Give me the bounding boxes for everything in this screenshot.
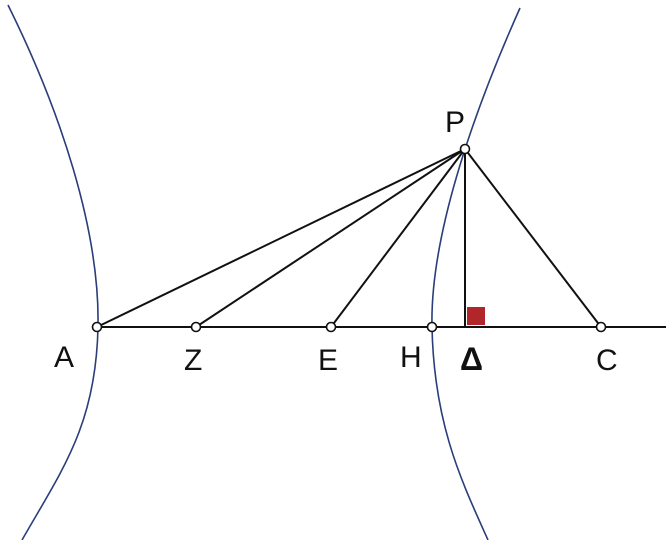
label-Delta: Δ [460, 341, 483, 377]
point-A [91, 321, 103, 333]
point-H [426, 321, 438, 333]
label-E: E [318, 344, 338, 377]
point-P [459, 143, 471, 155]
label-Z: Z [184, 344, 202, 377]
segment-PZ [195, 148, 466, 328]
label-P: P [445, 106, 465, 139]
segment-PE [330, 148, 466, 328]
label-C: C [596, 344, 618, 377]
segment-PA [96, 148, 466, 328]
point-E [325, 321, 337, 333]
hyperbola-left-branch [7, 4, 99, 540]
point-Z [190, 321, 202, 333]
right-angle-marker [467, 307, 485, 325]
label-H: H [400, 341, 422, 374]
hyperbola-right-branch [431, 7, 521, 540]
segment-PC [464, 148, 602, 328]
point-C [595, 321, 607, 333]
label-A: A [54, 341, 74, 374]
